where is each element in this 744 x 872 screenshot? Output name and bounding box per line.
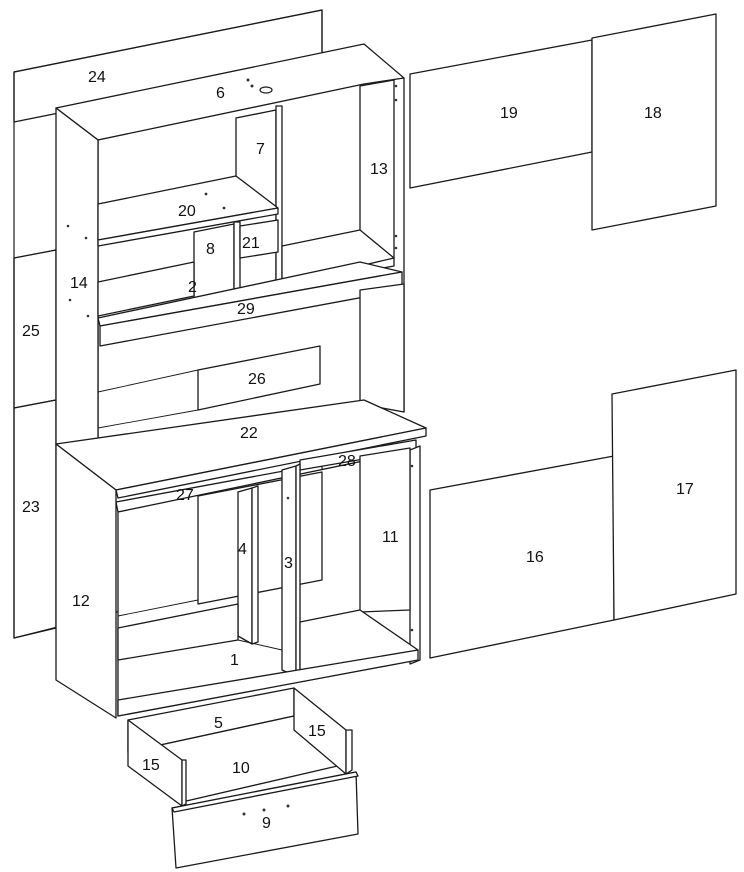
drawer-side-15-left-edge [181,759,187,807]
worktop-edge [115,427,427,499]
label-23: 23 [22,499,40,516]
lower-cabinet [55,443,421,719]
label-22: 22 [240,425,258,442]
label-15-right: 15 [308,723,326,740]
label-16: 16 [526,549,544,566]
label-13: 13 [370,161,388,178]
label-19: 19 [500,105,518,122]
shelf-20-edge [97,207,279,247]
bottom-panel-edge [117,649,419,717]
back-panel-26 [197,345,321,411]
divider-8-front [233,221,241,295]
label-3: 3 [284,555,293,572]
label-17: 17 [676,481,694,498]
side-panel-11 [409,445,421,665]
hutch-right-lower [359,283,405,413]
label-18: 18 [644,105,662,122]
shelf-right-upper [281,229,395,285]
upper-hutch [55,43,405,473]
cabinet-inner-back [197,471,323,605]
side-panel-11-face [359,447,411,613]
label-15-left: 15 [142,757,160,774]
door-17 [611,369,737,621]
label-14: 14 [70,275,88,292]
divider-7-front [275,105,283,287]
shelf-21 [239,219,279,259]
divider-4 [237,487,253,645]
part-labels: 24 6 7 13 20 8 21 14 2 29 25 26 22 28 27… [22,69,694,832]
divider-4-front [251,485,259,645]
drawer [127,687,359,869]
label-21: 21 [242,235,260,252]
label-1: 1 [230,652,239,669]
worktop [55,399,427,513]
door-16 [429,455,615,659]
label-25: 25 [22,323,40,340]
label-28: 28 [338,453,356,470]
label-2: 2 [188,279,197,296]
drawer-side-15-right-edge [345,729,353,775]
label-26: 26 [248,371,266,388]
label-5: 5 [214,715,223,732]
label-29: 29 [237,301,255,318]
label-11: 11 [382,529,399,546]
divider-8 [193,223,235,299]
label-10: 10 [232,760,250,777]
label-12: 12 [72,593,90,610]
label-6: 6 [216,85,225,102]
back-panel-group [13,9,323,639]
label-8: 8 [206,241,215,258]
doors [409,13,737,659]
label-27: 27 [176,487,194,504]
shelf-2 [97,261,195,317]
label-4: 4 [238,541,247,558]
side-panel-13-face [359,79,395,273]
door-18 [591,13,717,231]
label-7: 7 [256,141,265,158]
side-panel-12 [55,443,117,719]
label-9: 9 [262,815,271,832]
label-24: 24 [88,69,106,86]
drawer-front-9-top [171,771,359,813]
back-panel-23 [13,399,57,639]
label-20: 20 [178,203,196,220]
